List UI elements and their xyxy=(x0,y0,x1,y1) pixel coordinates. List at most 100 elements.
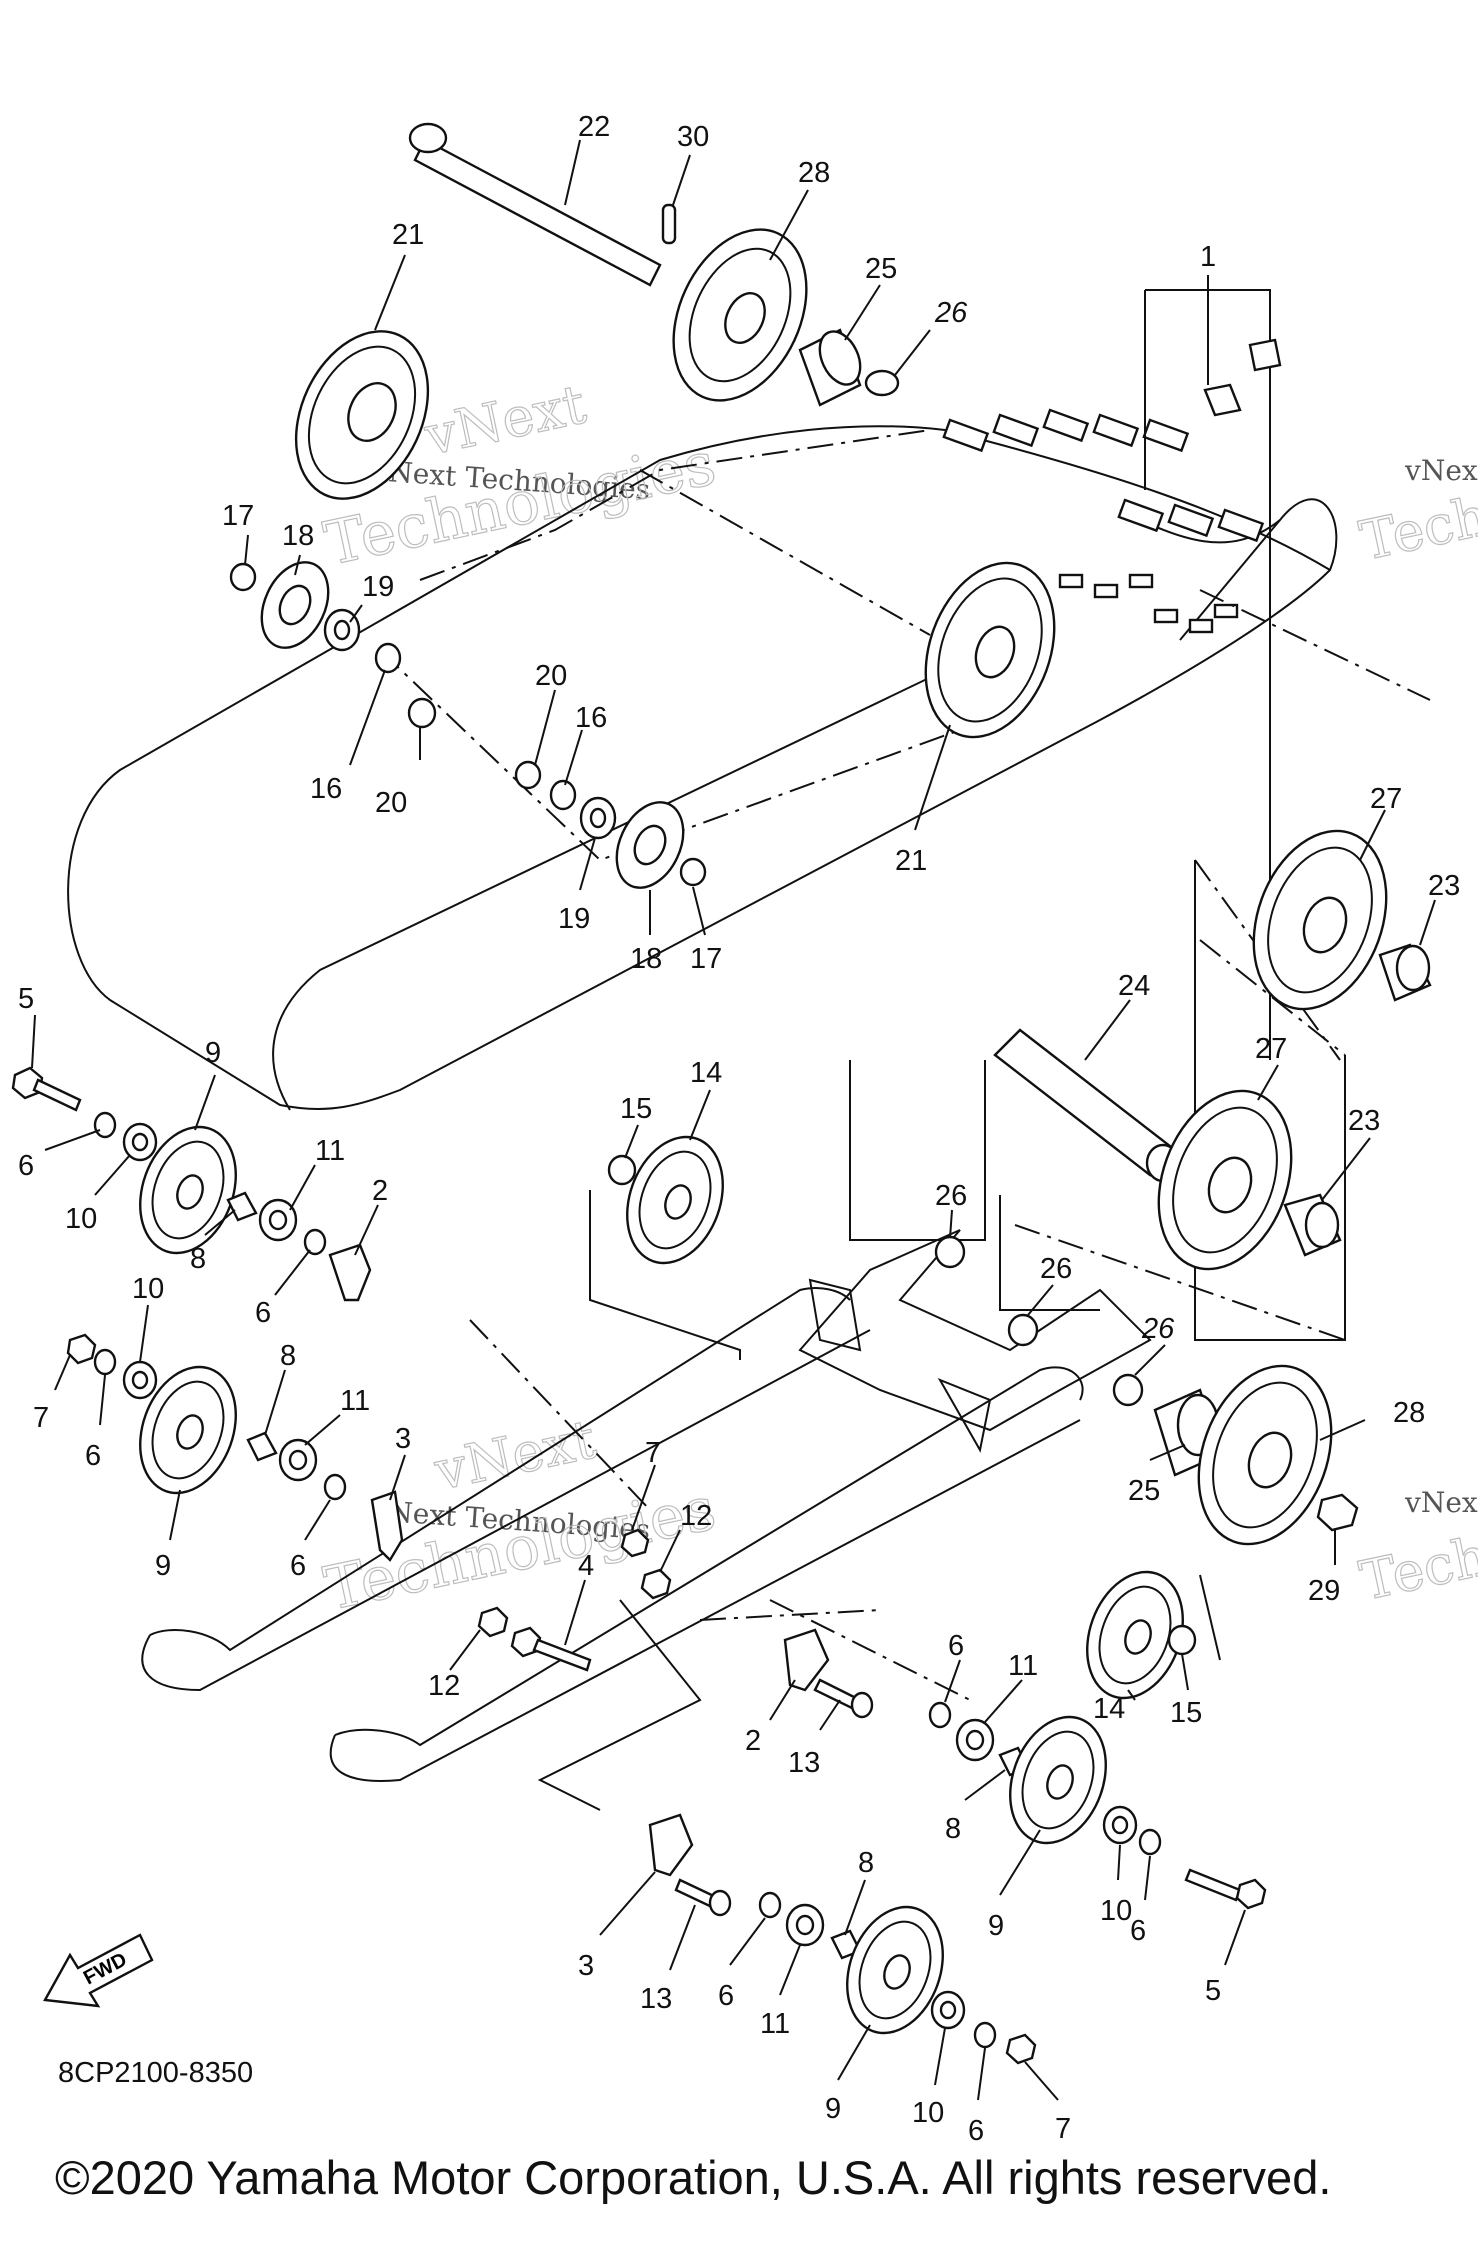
callout-10: 10 xyxy=(65,1203,97,1235)
callout-18: 18 xyxy=(630,943,662,975)
callout-12: 12 xyxy=(428,1670,460,1702)
callout-6: 6 xyxy=(718,1980,734,2012)
callout-2: 2 xyxy=(372,1175,388,1207)
callout-labels: 22 30 28 21 25 26 1 17 18 19 16 20 20 16… xyxy=(18,111,1460,2147)
callout-12: 12 xyxy=(680,1500,712,1532)
slide-rail-right xyxy=(329,1366,1084,1782)
callout-8: 8 xyxy=(945,1813,961,1845)
part-7-nut-b xyxy=(620,1528,650,1558)
callout-7: 7 xyxy=(33,1402,49,1434)
part-6-washer-c xyxy=(93,1348,117,1376)
part-5-bolt-right xyxy=(1184,1868,1267,1910)
part-12-nut-b xyxy=(477,1606,509,1638)
assembly-lines xyxy=(379,429,1431,1701)
part-26-washer-c xyxy=(1112,1373,1144,1407)
part-23-collar-right-upper xyxy=(1378,943,1432,1002)
callout-6: 6 xyxy=(18,1150,34,1182)
part-26-washer-top xyxy=(864,369,900,397)
callout-16: 16 xyxy=(575,702,607,734)
part-6-washer-f xyxy=(1138,1828,1162,1856)
part-29-nut xyxy=(1316,1493,1359,1532)
callout-10: 10 xyxy=(1100,1895,1132,1927)
part-6-washer-b xyxy=(303,1228,327,1256)
callout-11: 11 xyxy=(340,1385,370,1417)
part-11-bushing-c xyxy=(955,1718,995,1762)
part-26-washer-b xyxy=(1007,1313,1039,1347)
part-14-wheel-lower xyxy=(1086,1570,1184,1700)
part-25-collar-top xyxy=(798,328,862,407)
callout-14: 14 xyxy=(690,1057,722,1089)
part-21-idler-wheel-middle xyxy=(924,561,1056,739)
part-28-wheel-lower xyxy=(1197,1364,1333,1546)
callout-25: 25 xyxy=(1128,1475,1160,1507)
watermark-edge: vNex xyxy=(1404,1486,1478,1519)
part-10-bushing-a xyxy=(122,1122,158,1162)
callout-5: 5 xyxy=(1205,1975,1221,2007)
callout-23: 23 xyxy=(1348,1105,1380,1137)
watermark-edge: vNex xyxy=(1404,454,1478,487)
part-9-wheel-b xyxy=(139,1365,237,1495)
part-6-washer-a xyxy=(93,1111,117,1139)
callout-24: 24 xyxy=(1118,970,1150,1002)
callout-6: 6 xyxy=(290,1550,306,1582)
callout-27: 27 xyxy=(1255,1033,1287,1065)
part-18-bearing-middle xyxy=(615,801,685,889)
callout-4: 4 xyxy=(578,1550,594,1582)
bracket-lines xyxy=(537,289,1346,1811)
diagram-part-code: 8CP2100-8350 xyxy=(58,2057,254,2089)
callout-7: 7 xyxy=(645,1437,661,1469)
part-2-arm-b xyxy=(783,1628,830,1692)
part-20-washer-middle xyxy=(514,760,542,790)
copyright-notice: ©2020 Yamaha Motor Corporation, U.S.A. A… xyxy=(55,2151,1332,2204)
callout-28: 28 xyxy=(798,157,830,189)
callout-17: 17 xyxy=(690,943,722,975)
part-16-washer-middle xyxy=(549,779,577,811)
part-26-washer-a xyxy=(934,1235,966,1269)
part-13-bolt-b xyxy=(674,1878,732,1917)
part-6-washer-d xyxy=(323,1473,347,1501)
part-7-nut-a xyxy=(66,1333,97,1365)
callout-9: 9 xyxy=(205,1037,221,1069)
callout-21: 21 xyxy=(895,845,927,877)
callout-11: 11 xyxy=(315,1135,345,1167)
part-18-bearing-left xyxy=(260,561,330,649)
callout-5: 5 xyxy=(18,983,34,1015)
callout-20: 20 xyxy=(375,787,407,819)
callout-7: 7 xyxy=(1055,2113,1071,2145)
part-6-washer-h xyxy=(973,2021,997,2049)
part-27-wheel-right-lower xyxy=(1157,1089,1293,1271)
callout-27: 27 xyxy=(1370,783,1402,815)
callout-2: 2 xyxy=(745,1725,761,1757)
callout-11: 11 xyxy=(1008,1650,1038,1682)
callout-9: 9 xyxy=(988,1910,1004,1942)
part-7-nut-c xyxy=(1005,2033,1037,2065)
callout-13: 13 xyxy=(788,1747,820,1779)
callout-14: 14 xyxy=(1093,1693,1125,1725)
callout-26: 26 xyxy=(935,1180,967,1212)
callout-26: 26 xyxy=(934,297,968,329)
callout-16: 16 xyxy=(310,773,342,805)
part-17-circlip-middle xyxy=(679,857,707,887)
callout-19: 19 xyxy=(558,903,590,935)
part-23-collar-right-lower xyxy=(1283,1193,1342,1257)
callout-6: 6 xyxy=(85,1440,101,1472)
part-10-bushing-c xyxy=(1102,1805,1138,1845)
track-belt xyxy=(67,408,1338,1111)
part-11-bushing-d xyxy=(785,1903,825,1947)
callout-30: 30 xyxy=(677,121,709,153)
callout-15: 15 xyxy=(620,1093,652,1125)
center-frame xyxy=(798,1229,1152,1453)
callout-11: 11 xyxy=(760,2008,790,2040)
part-6-washer-e xyxy=(928,1701,952,1729)
part-22-shaft xyxy=(408,122,662,287)
part-15-washer-lower xyxy=(1167,1624,1197,1656)
callout-9: 9 xyxy=(825,2093,841,2125)
callout-3: 3 xyxy=(578,1950,594,1982)
part-4-bolt xyxy=(510,1626,592,1672)
part-9-wheel-c xyxy=(1009,1715,1107,1845)
part-5-bolt-left xyxy=(11,1066,82,1112)
callout-10: 10 xyxy=(132,1273,164,1305)
callout-26: 26 xyxy=(1141,1313,1175,1345)
part-10-bushing-d xyxy=(930,1990,966,2030)
